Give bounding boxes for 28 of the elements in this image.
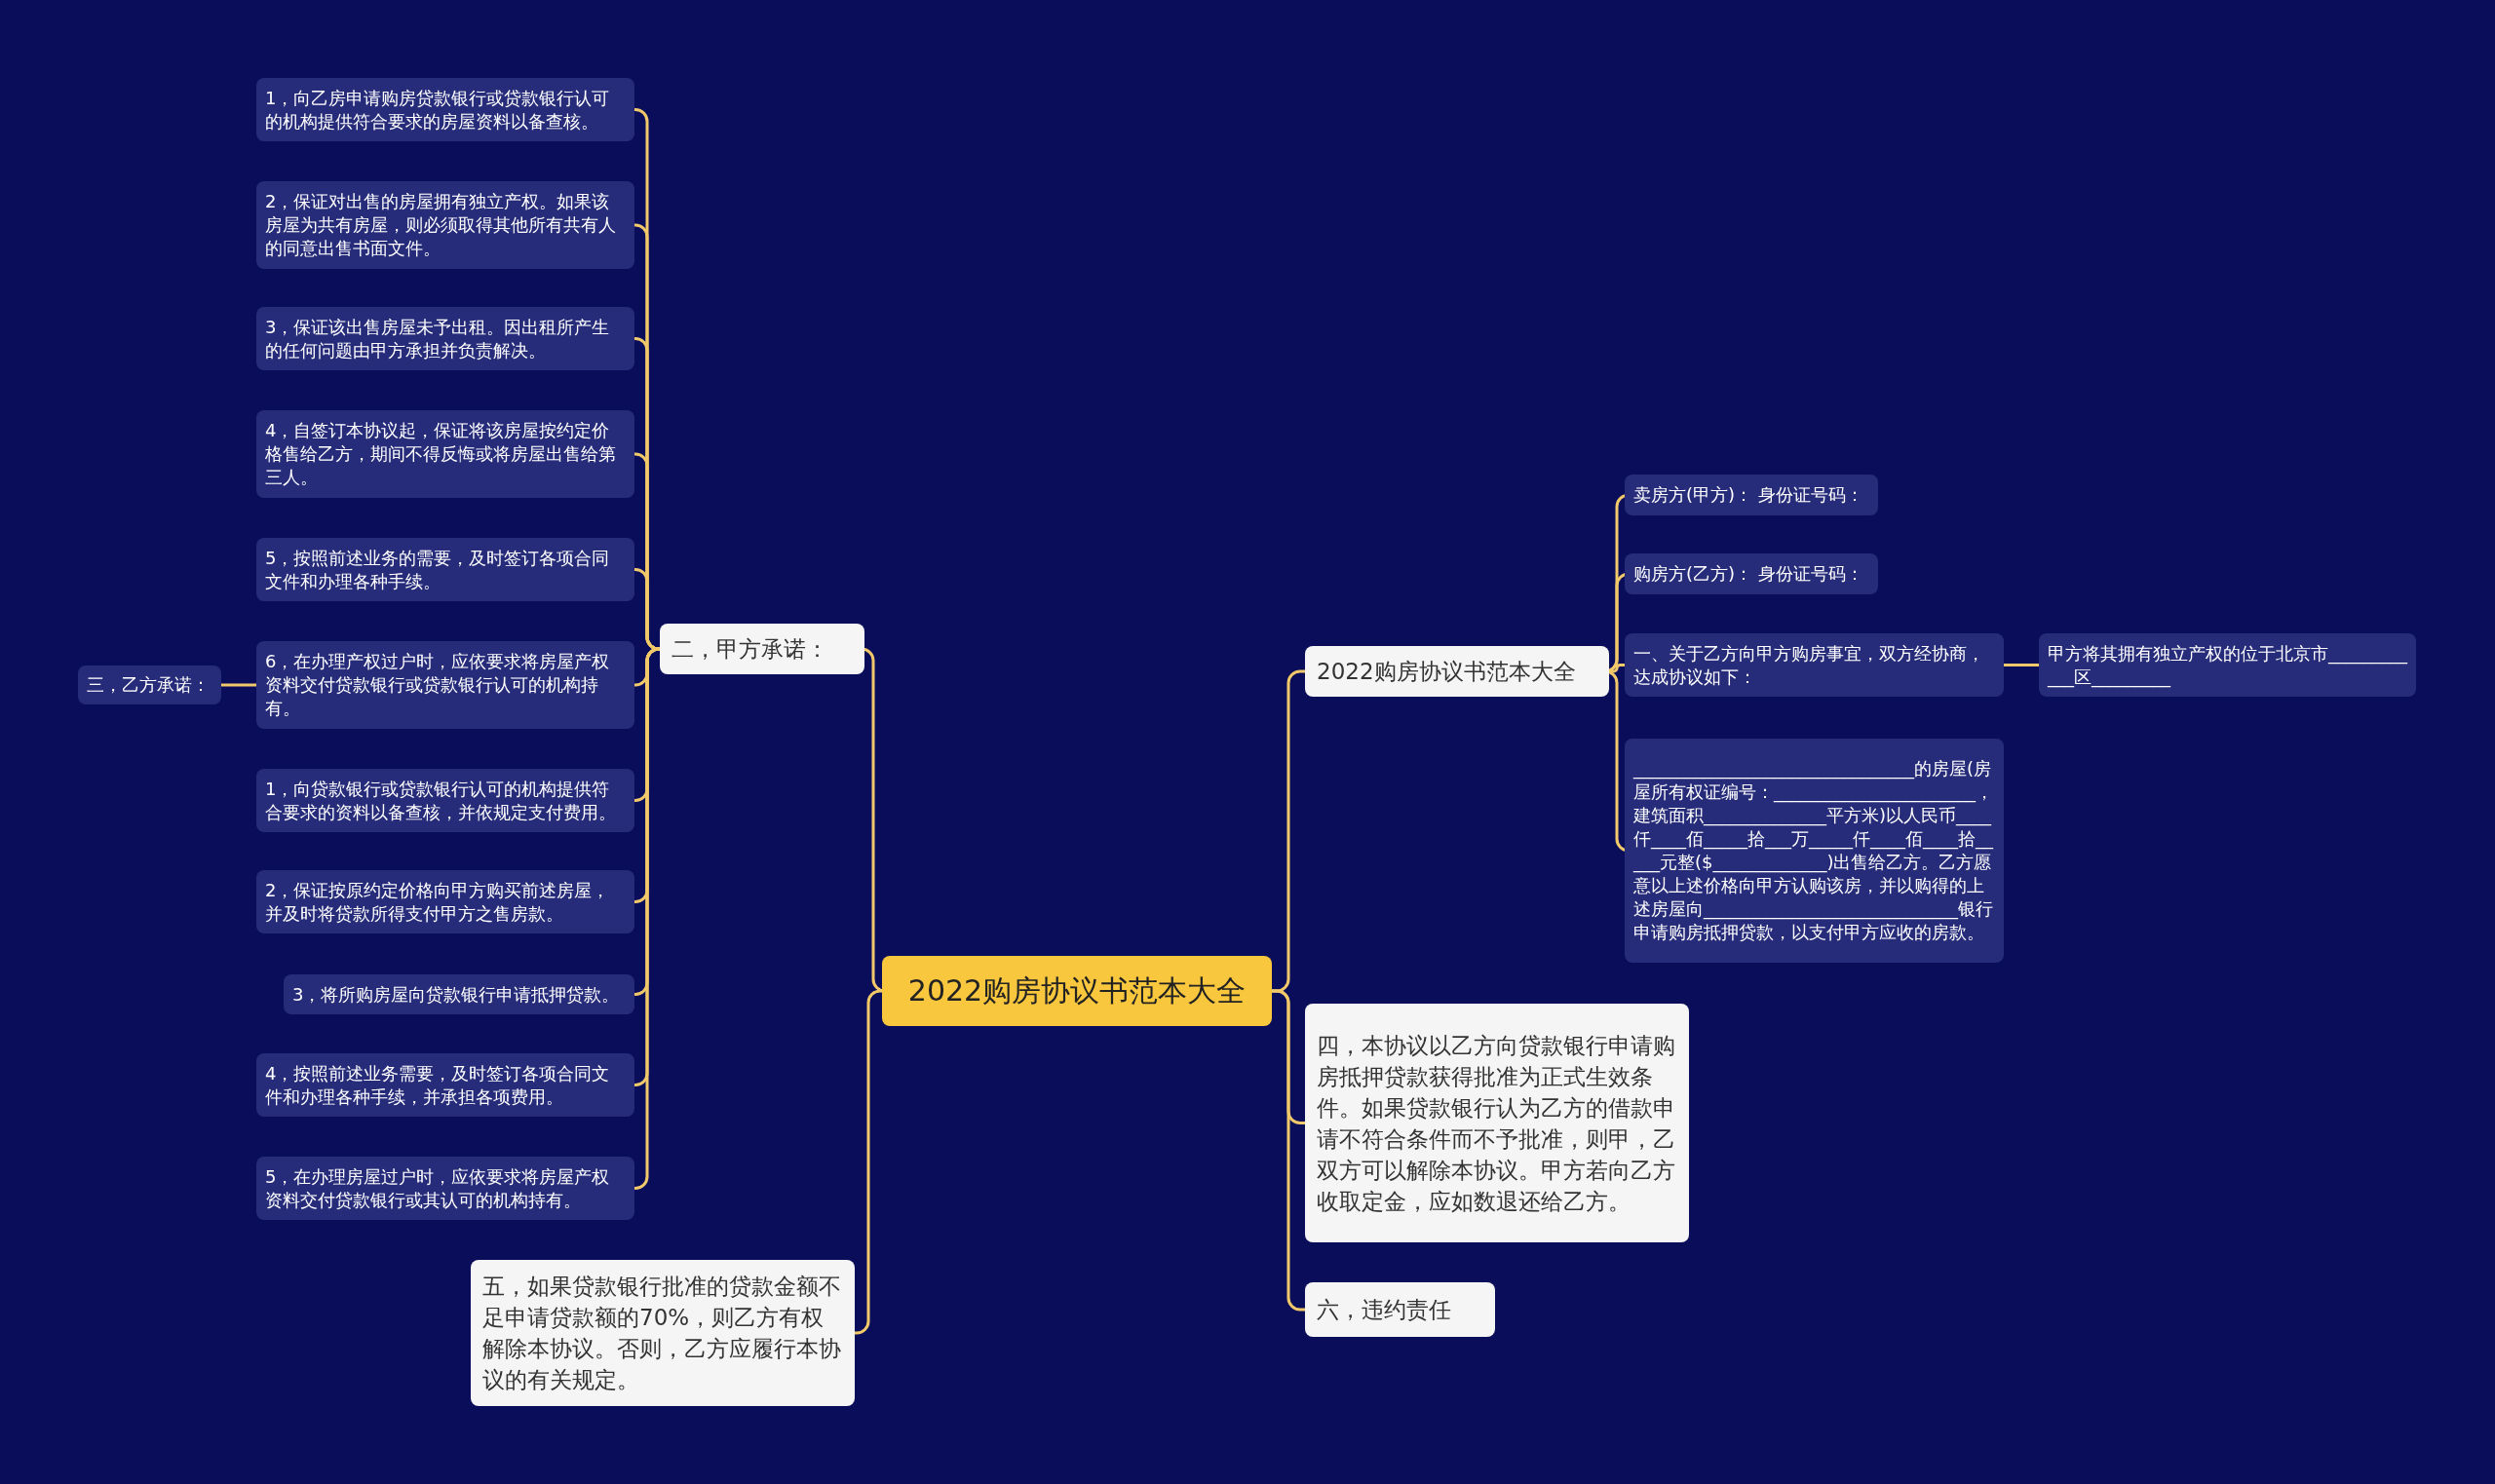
subtopic-box: 5，在办理房屋过户时，应依要求将房屋产权资料交付贷款银行或其认可的机构持有。	[256, 1157, 634, 1220]
subtopic-box: 一、关于乙方向甲方购房事宜，双方经协商，达成协议如下：	[1625, 633, 2004, 697]
subtopic-box: 3，保证该出售房屋未予出租。因出租所产生的任何问题由甲方承担并负责解决。	[256, 307, 634, 370]
subtopic-box: 1，向贷款银行或贷款银行认可的机构提供符合要求的资料以备查核，并依规定支付费用。	[256, 769, 634, 832]
subtopic-box: 2，保证对出售的房屋拥有独立产权。如果该房屋为共有房屋，则必须取得其他所有共有人的同意出售书面文件。	[256, 181, 634, 269]
topic-box: 四，本协议以乙方向贷款银行申请购房抵押贷款获得批准为正式生效条件。如果贷款银行认为乙方的借款申请不符合条件而不予批准，则甲，乙双方可以解除本协议。甲方若向乙方收取定金，应如数退还给乙方。	[1305, 1004, 1689, 1242]
topic-box: 六，违约责任	[1305, 1282, 1495, 1337]
subtopic-box: 4，按照前述业务需要，及时签订各项合同文件和办理各种手续，并承担各项费用。	[256, 1053, 634, 1117]
topic-box: 五，如果贷款银行批准的贷款金额不足申请贷款额的70%，则乙方有权解除本协议。否则，乙方应履行本协议的有关规定。	[471, 1260, 855, 1406]
subtopic-box: 2，保证按原约定价格向甲方购买前述房屋，并及时将贷款所得支付甲方之售房款。	[256, 870, 634, 933]
subtopic-box: 购房方(乙方)： 身份证号码：	[1625, 553, 1878, 594]
subtopic-box: 5，按照前述业务的需要，及时签订各项合同文件和办理各种手续。	[256, 538, 634, 601]
connector-line	[2004, 664, 2039, 666]
connector-line	[1609, 664, 1625, 673]
subtopic-box: 1，向乙房申请购房贷款银行或贷款银行认可的机构提供符合要求的房屋资料以备查核。	[256, 78, 634, 141]
subtopic-box: 4，自签订本协议起，保证将该房屋按约定价格售给乙方，期间不得反悔或将房屋出售给第三人。	[256, 410, 634, 498]
subtopic-box: 卖房方(甲方)： 身份证号码：	[1625, 475, 1878, 515]
connector-line	[633, 568, 661, 651]
subtopic-box: 三，乙方承诺：	[78, 666, 221, 704]
connector-line	[221, 683, 256, 687]
subtopic-box: 3，将所购房屋向贷款银行申请抵押贷款。	[284, 974, 634, 1014]
topic-box: 2022购房协议书范本大全	[1305, 646, 1609, 697]
subtopic-box: ________________________________的房屋(房屋所有权证编号：_______________________，建筑面积______________平方米)以人民币____仟____佰_____拾___万_____仟____佰____拾_____元整($_____________)出售给乙方。乙方愿意以上述价格向甲方认购该房，并以购得的上述房屋向_____________________________银行申请购房抵押贷款，以支付甲方应收的房款。	[1625, 739, 2004, 963]
central-topic: 2022购房协议书范本大全	[882, 956, 1272, 1026]
subtopic-box: 6，在办理产权过户时，应依要求将房屋产权资料交付贷款银行或贷款银行认可的机构持有。	[256, 641, 634, 729]
connector-line	[854, 989, 883, 1335]
subtopic-box: 甲方将其拥有独立产权的位于北京市____________区_________	[2039, 633, 2416, 697]
topic-box: 二，甲方承诺：	[660, 624, 864, 674]
